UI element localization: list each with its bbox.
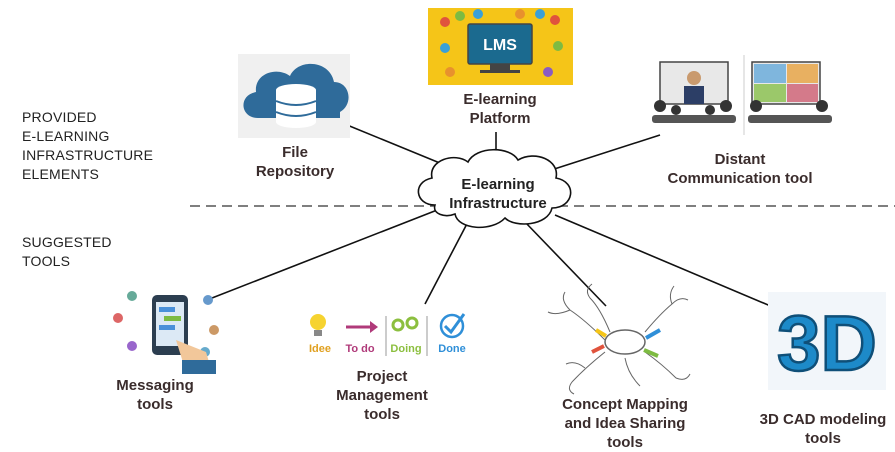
lms-screen-icon [428,8,573,85]
kanban-stage-idee: Idee [309,343,331,355]
node-distant-communication: Distant Communication tool [667,151,813,187]
center-hub-label: E-learning Infrastructure [449,176,547,212]
kanban-stage-todo: To do [345,343,374,355]
node-elearning-platform: E-learning Platform [463,91,537,127]
connector-lines [211,117,781,311]
node-file-repository: File Repository [255,144,335,180]
kanban-stage-labels: Idee To do Doing Done [309,343,466,355]
center-cloud-icon [417,149,572,229]
cloud-database-icon [238,54,350,138]
cad-badge: 3D [777,299,877,387]
3d-cube-icon [768,292,886,390]
node-concept-mapping: Concept Mapping and Idea Sharing tools [562,396,688,451]
lms-badge: LMS [483,37,517,54]
suggested-tools-heading: SUGGESTED TOOLS [22,234,112,269]
mind-map-icon [547,283,691,395]
node-project-management: Project Management tools [336,368,428,423]
smartphone-chat-icon [113,291,219,374]
kanban-stage-doing: Doing [390,343,421,355]
video-conference-icon [652,55,832,135]
node-3d-cad: 3D CAD modeling tools [759,411,887,447]
provided-elements-heading: PROVIDED E-LEARNING INFRASTRUCTURE ELEME… [22,109,154,182]
node-messaging-tools: Messaging tools [116,377,194,413]
kanban-icon [310,313,466,356]
kanban-stage-done: Done [438,343,466,355]
